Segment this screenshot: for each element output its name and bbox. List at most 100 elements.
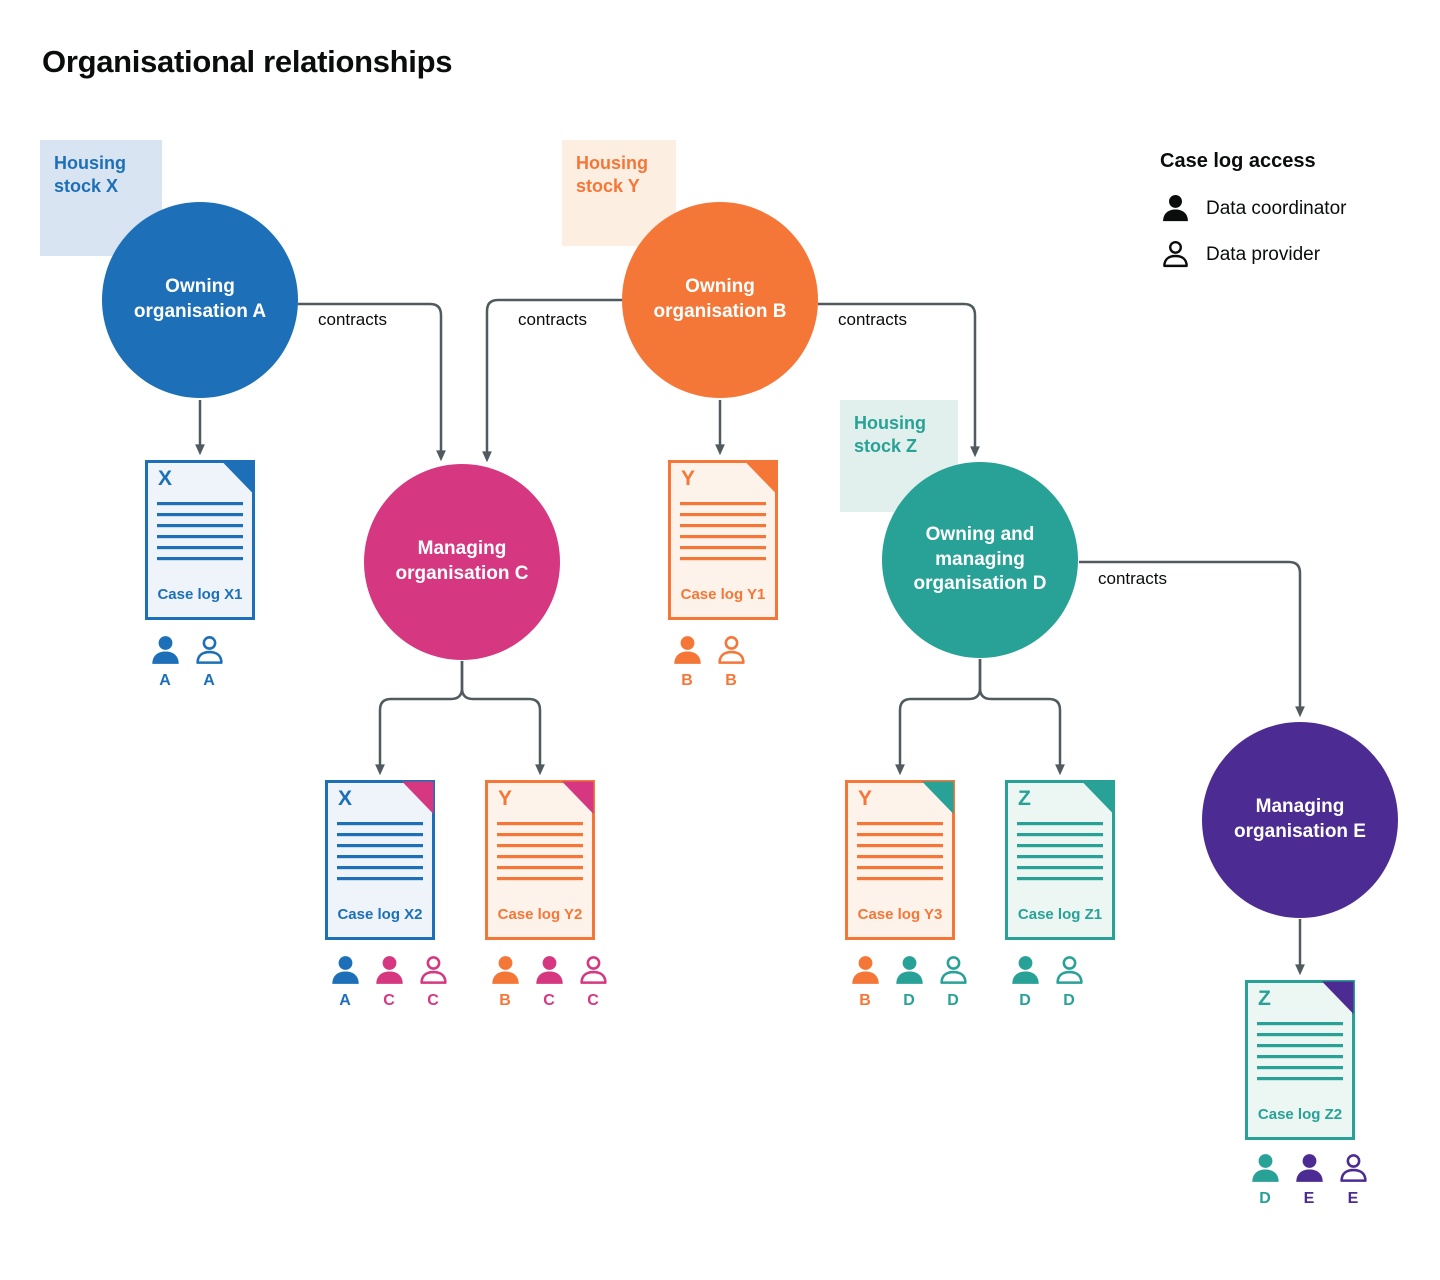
access-item: B: [486, 954, 524, 1010]
access-item: B: [668, 634, 706, 690]
person-outline-icon: [1339, 1154, 1367, 1182]
access-letter: E: [1347, 1190, 1359, 1207]
person-filled-icon: [895, 956, 923, 984]
legend-item-data-coordinator: Data coordinator: [1160, 193, 1430, 224]
case-log-doc-y3: Y Case log Y3: [845, 780, 955, 940]
person-filled-icon: [851, 956, 879, 984]
doc-caption: Case log Y3: [857, 906, 943, 923]
case-log-doc-z2: Z Case log Z2: [1245, 980, 1355, 1140]
access-item: C: [370, 954, 408, 1010]
access-item: C: [574, 954, 612, 1010]
person-outline-icon: [419, 956, 447, 984]
doc-letter: X: [338, 787, 353, 810]
access-item: D: [890, 954, 928, 1010]
case-log-z2-access: D E E: [1246, 1152, 1372, 1208]
access-item: E: [1334, 1152, 1372, 1208]
access-letter: C: [587, 992, 599, 1009]
page-title: Organisational relationships: [42, 44, 453, 79]
case-log-y3-access: B D D: [846, 954, 972, 1010]
person-filled-icon: [331, 956, 359, 984]
org-label: Owning organisation A: [133, 276, 267, 322]
case-log-y2-access: B C C: [486, 954, 612, 1010]
access-letter: A: [203, 672, 215, 689]
arrow-c-to-caselog-x2: [375, 661, 464, 776]
document-icon: [145, 460, 255, 620]
document-icon: [1005, 780, 1115, 940]
access-letter: A: [159, 672, 171, 689]
legend-item-label: Data provider: [1206, 243, 1321, 265]
access-item: C: [530, 954, 568, 1010]
access-item: B: [846, 954, 884, 1010]
org-circle-owning-a: Owning organisation A: [102, 202, 298, 398]
contracts-label: contracts: [838, 310, 907, 329]
contracts-label: contracts: [518, 310, 587, 329]
person-filled-icon: [673, 636, 701, 664]
org-label: Managing organisation E: [1234, 796, 1366, 842]
person-filled-icon: [1295, 1154, 1323, 1182]
access-item: C: [414, 954, 452, 1010]
person-filled-icon: [1163, 194, 1188, 222]
access-letter: D: [903, 992, 915, 1009]
arrow-d-to-caselog-z1: [978, 659, 1065, 776]
legend-item-data-provider: Data provider: [1160, 239, 1430, 270]
access-letter: C: [383, 992, 395, 1009]
access-letter: D: [1063, 992, 1075, 1009]
doc-caption: Case log Z2: [1257, 1106, 1343, 1123]
legend-title: Case log access: [1160, 150, 1316, 172]
legend: Case log access Data coordinator Data pr…: [1160, 150, 1430, 285]
org-circle-owning-b: Owning organisation B: [622, 202, 818, 398]
access-item: D: [934, 954, 972, 1010]
doc-caption: Case log X2: [337, 906, 423, 923]
case-log-doc-z1: Z Case log Z1: [1005, 780, 1115, 940]
person-outline-icon: [1055, 956, 1083, 984]
org-label: Owning organisation B: [653, 276, 787, 322]
person-filled-icon: [1011, 956, 1039, 984]
housing-stock-x-tile: Housing stock X: [40, 140, 162, 256]
access-item: D: [1006, 954, 1044, 1010]
case-log-x2-access: A C C: [326, 954, 452, 1010]
access-letter: B: [725, 672, 737, 689]
access-item: D: [1050, 954, 1088, 1010]
access-letter: D: [1019, 992, 1031, 1009]
case-log-doc-y1: Y Case log Y1: [668, 460, 778, 620]
person-outline-icon: [195, 636, 223, 664]
access-letter: B: [859, 992, 871, 1009]
person-filled-icon: [491, 956, 519, 984]
access-letter: A: [339, 992, 351, 1009]
person-outline-icon: [939, 956, 967, 984]
person-outline-icon: [717, 636, 745, 664]
access-item: A: [190, 634, 228, 690]
access-letter: C: [543, 992, 555, 1009]
doc-letter: Y: [858, 787, 873, 810]
case-log-doc-x1: X Case log X1: [145, 460, 255, 620]
legend-item-label: Data coordinator: [1206, 197, 1347, 219]
doc-caption: Case log Z1: [1017, 906, 1103, 923]
doc-letter: Y: [681, 467, 696, 490]
contracts-label: contracts: [318, 310, 387, 329]
case-log-z1-access: D D: [1006, 954, 1088, 1010]
access-letter: D: [947, 992, 959, 1009]
document-icon: [325, 780, 435, 940]
doc-letter: X: [158, 467, 173, 490]
org-label: Managing organisation C: [395, 538, 529, 584]
org-label: Owning and managing organisation D: [913, 523, 1047, 595]
access-item: B: [712, 634, 750, 690]
doc-letter: Z: [1018, 787, 1031, 810]
org-circle-owning-managing-d: Owning and managing organisation D: [882, 462, 1078, 658]
case-log-doc-y2: Y Case log Y2: [485, 780, 595, 940]
access-item: A: [326, 954, 364, 1010]
person-filled-icon: [151, 636, 179, 664]
access-letter: E: [1303, 1190, 1315, 1207]
arrow-d-to-caselog-y3: [895, 659, 982, 776]
person-filled-icon: [1251, 1154, 1279, 1182]
doc-letter: Z: [1258, 987, 1271, 1010]
document-icon: [845, 780, 955, 940]
access-letter: B: [681, 672, 693, 689]
person-filled-icon: [375, 956, 403, 984]
person-outline-icon: [1163, 240, 1188, 268]
access-item: D: [1246, 1152, 1284, 1208]
doc-letter: Y: [498, 787, 513, 810]
access-letter: D: [1259, 1190, 1271, 1207]
access-letter: C: [427, 992, 439, 1009]
